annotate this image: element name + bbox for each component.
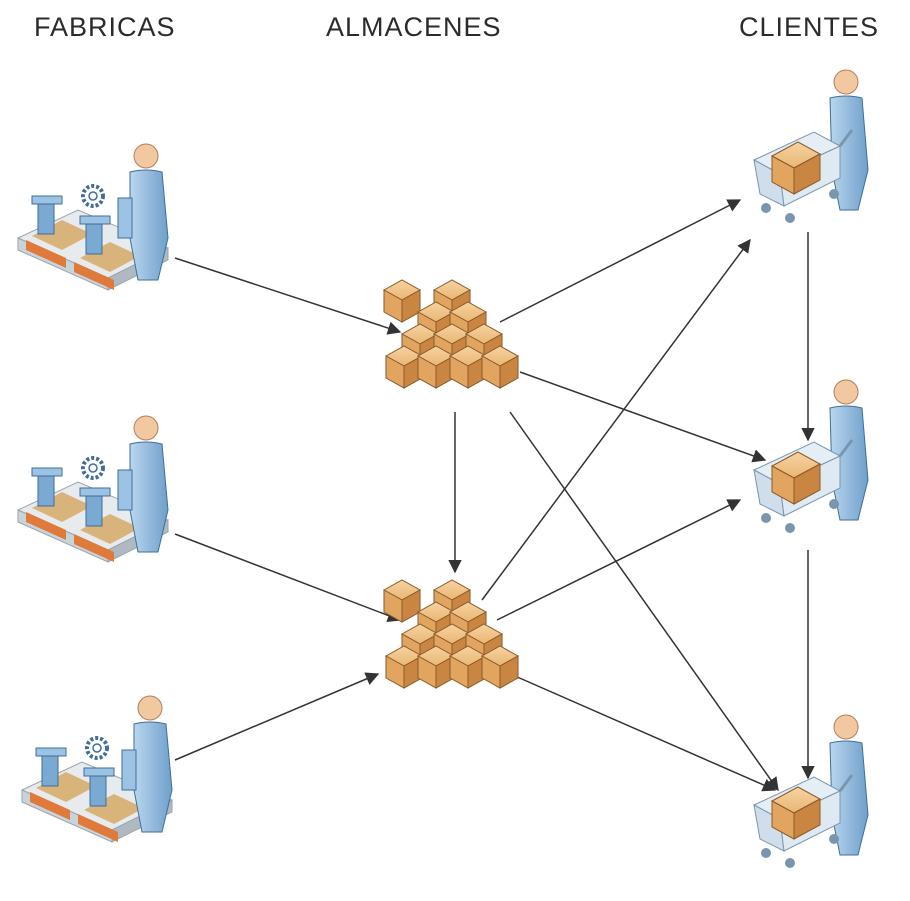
edge-warehouse2-client1 <box>481 238 751 601</box>
edge-warehouse1-client2 <box>519 371 767 463</box>
edges <box>174 199 815 792</box>
client-node-3 <box>752 713 870 870</box>
box-pile-icon <box>384 280 518 388</box>
factory-node-1 <box>16 142 170 292</box>
edge-warehouse2-client2 <box>496 499 742 621</box>
edge-factory3-warehouse2 <box>174 672 380 761</box>
factory-icon <box>16 142 170 292</box>
factory-node-3 <box>20 694 174 844</box>
edge-factory2-warehouse2 <box>174 533 402 622</box>
edge-warehouse1-client3 <box>509 411 779 792</box>
shopping-cart-person-icon <box>752 713 870 870</box>
client-node-2 <box>752 378 870 535</box>
edge-factory1-warehouse1 <box>174 257 402 335</box>
box-pile-icon <box>384 580 518 688</box>
header-warehouses: ALMACENES <box>326 12 502 42</box>
factory-icon <box>20 694 174 844</box>
shopping-cart-person-icon <box>752 378 870 535</box>
warehouse-node-2 <box>384 580 518 688</box>
edge-warehouse1-client1 <box>499 199 742 323</box>
header-clients: CLIENTES <box>739 12 880 42</box>
factory-icon <box>16 414 170 564</box>
edge-warehouse2-client3 <box>514 675 777 792</box>
warehouse-node-1 <box>384 280 518 388</box>
factory-node-2 <box>16 414 170 564</box>
shopping-cart-person-icon <box>752 68 870 225</box>
client-node-1 <box>752 68 870 225</box>
header-factories: FABRICAS <box>34 12 176 42</box>
